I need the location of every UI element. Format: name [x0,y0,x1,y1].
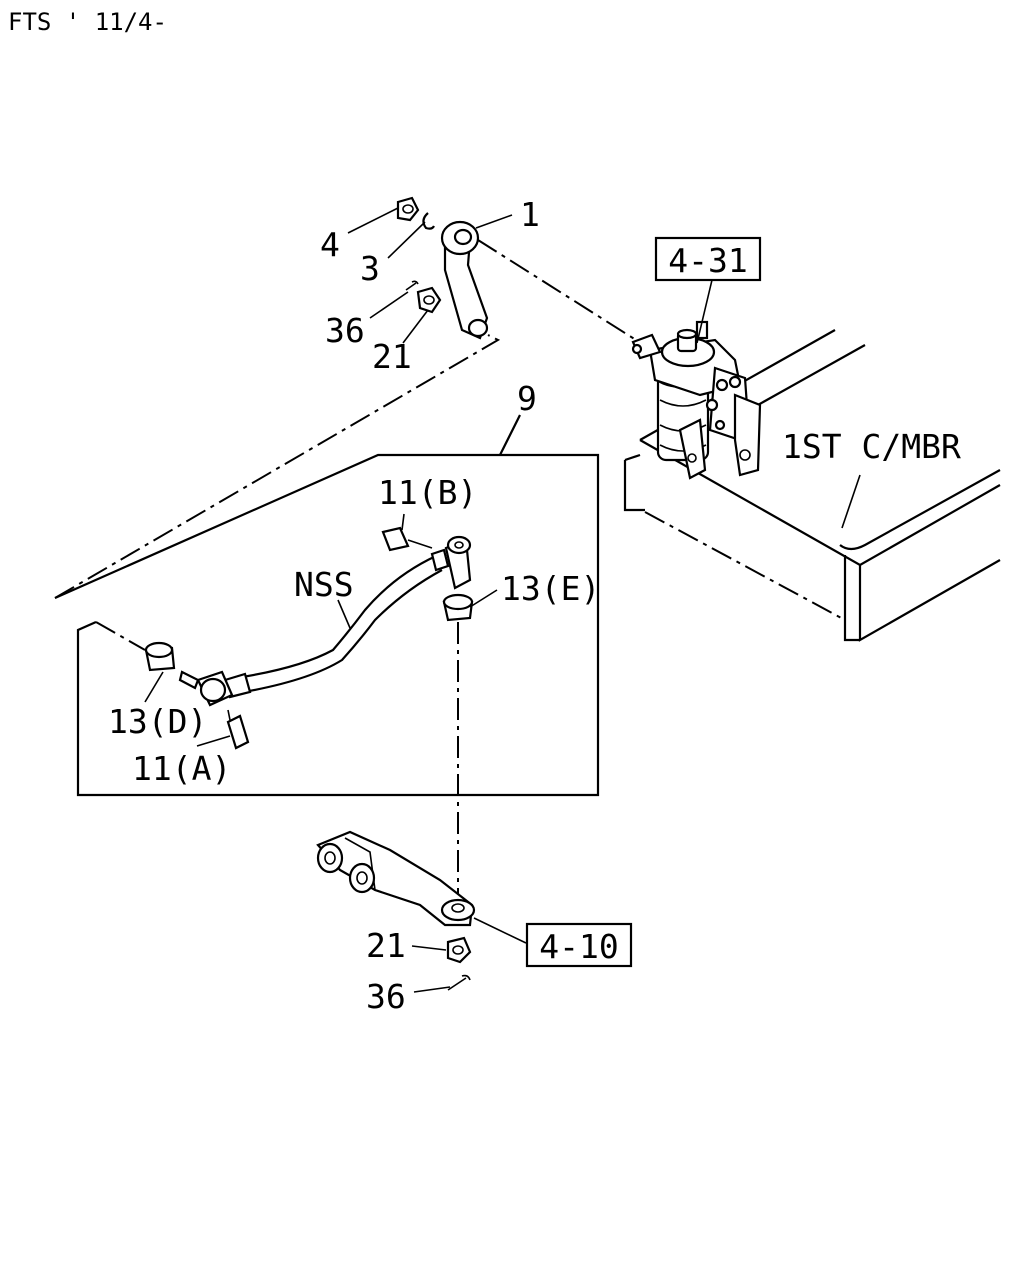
steering-gear-box [631,320,762,480]
alignment-to-socket-d [95,621,146,651]
nut-4 [396,196,420,222]
callout-1: 1 [520,195,540,234]
alignment-pitman-to-gearbox [477,239,637,341]
frame-label: 1ST C/MBR [782,427,961,466]
cotter-pin-36-top [405,280,419,291]
callout-21-top: 21 [372,337,412,376]
nut-21-top [416,286,442,314]
callout-36-bottom: 36 [366,977,406,1016]
ref-4-10-label: 4-10 [539,927,618,966]
leader-lines-assembly [144,513,498,747]
ref-box-4-31[interactable]: 4-31 [654,236,762,282]
callout-4: 4 [320,225,340,264]
cotter-pin-36-bottom [447,974,471,991]
ball-socket-a [178,670,234,707]
dust-cover-13d [144,641,176,672]
callout-11a: 11(A) [132,749,231,788]
alignment-to-pitman [54,334,501,599]
grease-nipple-11a [226,709,250,750]
callout-9: 9 [517,379,537,418]
ref-box-4-10[interactable]: 4-10 [525,922,633,968]
callout-36-top: 36 [325,311,365,350]
nut-21-bottom [446,936,472,964]
diagram-code: FTS ' 11/4- [8,8,167,36]
ball-socket-b [444,535,472,590]
callout-21-bottom: 21 [366,926,406,965]
assembly-9-frame [54,453,600,797]
callout-3: 3 [360,249,380,288]
ref-4-31-label: 4-31 [668,241,747,280]
knuckle-arm [316,830,476,927]
pitman-arm [440,220,489,340]
leader-lines-top [347,207,861,529]
callout-nss: NSS [294,565,354,604]
dust-cover-13e [442,593,474,622]
grease-nipple-11b [381,526,433,552]
drag-link-rod [223,548,450,699]
callout-13d: 13(D) [108,702,207,741]
callout-13e: 13(E) [501,569,600,608]
leader-lines-bottom [411,917,527,993]
washer-3 [422,212,435,230]
callout-11b: 11(B) [378,473,477,512]
